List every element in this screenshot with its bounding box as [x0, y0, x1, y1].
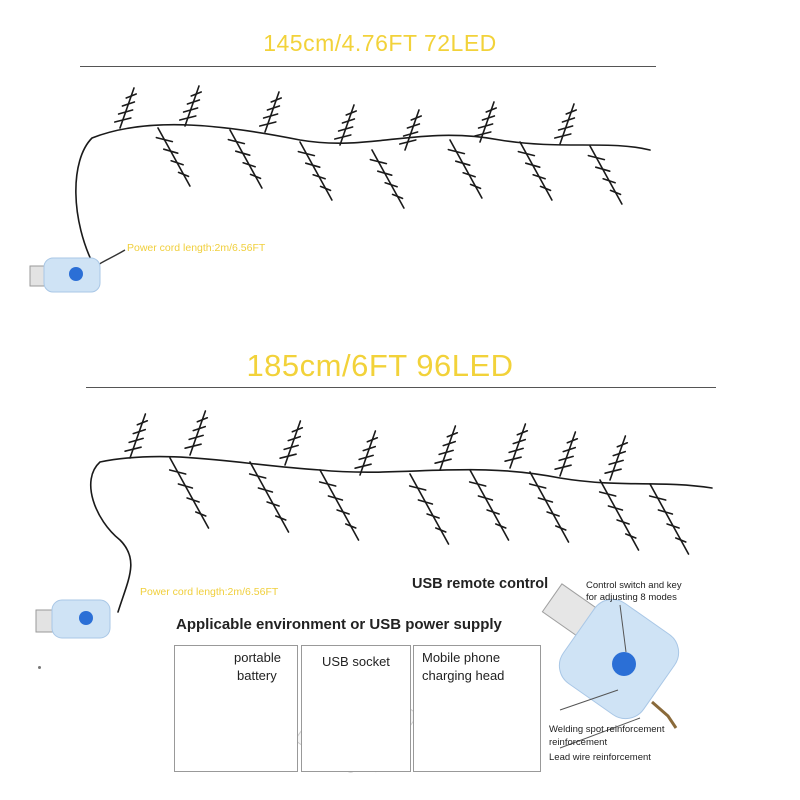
vine-branch — [184, 410, 209, 456]
vine-branch — [554, 431, 579, 477]
heading-72led: 145cm/4.76FT 72LED — [263, 30, 497, 56]
usb-plug-icon — [35, 599, 111, 639]
panel-label: USB socket — [322, 654, 390, 669]
vine-branch — [587, 145, 623, 205]
vine-branch — [248, 461, 290, 533]
annotation-control-switch-line2: for adjusting 8 modes — [586, 592, 677, 603]
vine-branch — [554, 103, 577, 145]
panel-mobile-phone-charging-head: Mobile phone charging head — [413, 645, 541, 772]
annotation-welding-spot: Welding spot reinforcement — [549, 724, 665, 735]
vine-branch — [598, 479, 640, 551]
divider-line — [86, 387, 716, 388]
vine-branch — [334, 104, 357, 146]
annotation-welding-spot-line2: reinforcement — [549, 737, 608, 748]
vine-branch — [504, 423, 529, 469]
usb-plug-icon — [29, 257, 101, 293]
vine-branch — [279, 420, 304, 466]
vine-branch — [114, 87, 137, 129]
vine-branch — [297, 141, 333, 201]
panel-portable-battery: portable battery — [174, 645, 298, 772]
vine-branch — [474, 101, 497, 143]
usb-remote-illustration — [541, 583, 680, 749]
applicable-environment-title: Applicable environment or USB power supp… — [176, 616, 502, 633]
vine-branch — [517, 141, 553, 201]
annotation-control-switch: Control switch and key — [586, 580, 682, 591]
vine-branch — [124, 413, 149, 459]
vine-branch — [168, 457, 210, 529]
vine-branch — [604, 435, 629, 481]
panel-label: Mobile phone — [422, 650, 501, 665]
vine-branch — [369, 149, 405, 209]
annotation-lead-wire: Lead wire reinforcement — [549, 752, 651, 763]
vine-branch — [155, 127, 191, 187]
power-cord-label: Power cord length:2m/6.56FT — [140, 586, 279, 598]
vine-branch — [648, 483, 690, 555]
vine-branch — [259, 91, 282, 133]
vine-branch — [434, 425, 459, 471]
vine-branch — [468, 469, 510, 541]
vine-branch — [408, 473, 450, 545]
vine-branch — [318, 469, 360, 541]
vine-72led-illustration — [75, 85, 651, 269]
panel-usb-socket: USB socket — [301, 645, 411, 772]
vine-branch — [399, 109, 422, 151]
vine-branch — [447, 139, 483, 199]
heading-96led: 185cm/6FT 96LED — [246, 348, 514, 383]
vine-branch — [179, 85, 202, 127]
divider-line — [80, 66, 656, 67]
power-cord-label: Power cord length:2m/6.56FT — [127, 242, 266, 254]
vine-branch — [227, 129, 263, 189]
usb-remote-title: USB remote control — [412, 576, 549, 592]
vine-96led-illustration — [90, 410, 713, 613]
panel-label: battery — [237, 668, 277, 683]
panel-label: portable — [234, 650, 281, 665]
vine-branch — [528, 471, 570, 543]
panel-label: charging head — [422, 668, 505, 683]
speck — [38, 666, 41, 669]
vine-branch — [354, 430, 379, 476]
